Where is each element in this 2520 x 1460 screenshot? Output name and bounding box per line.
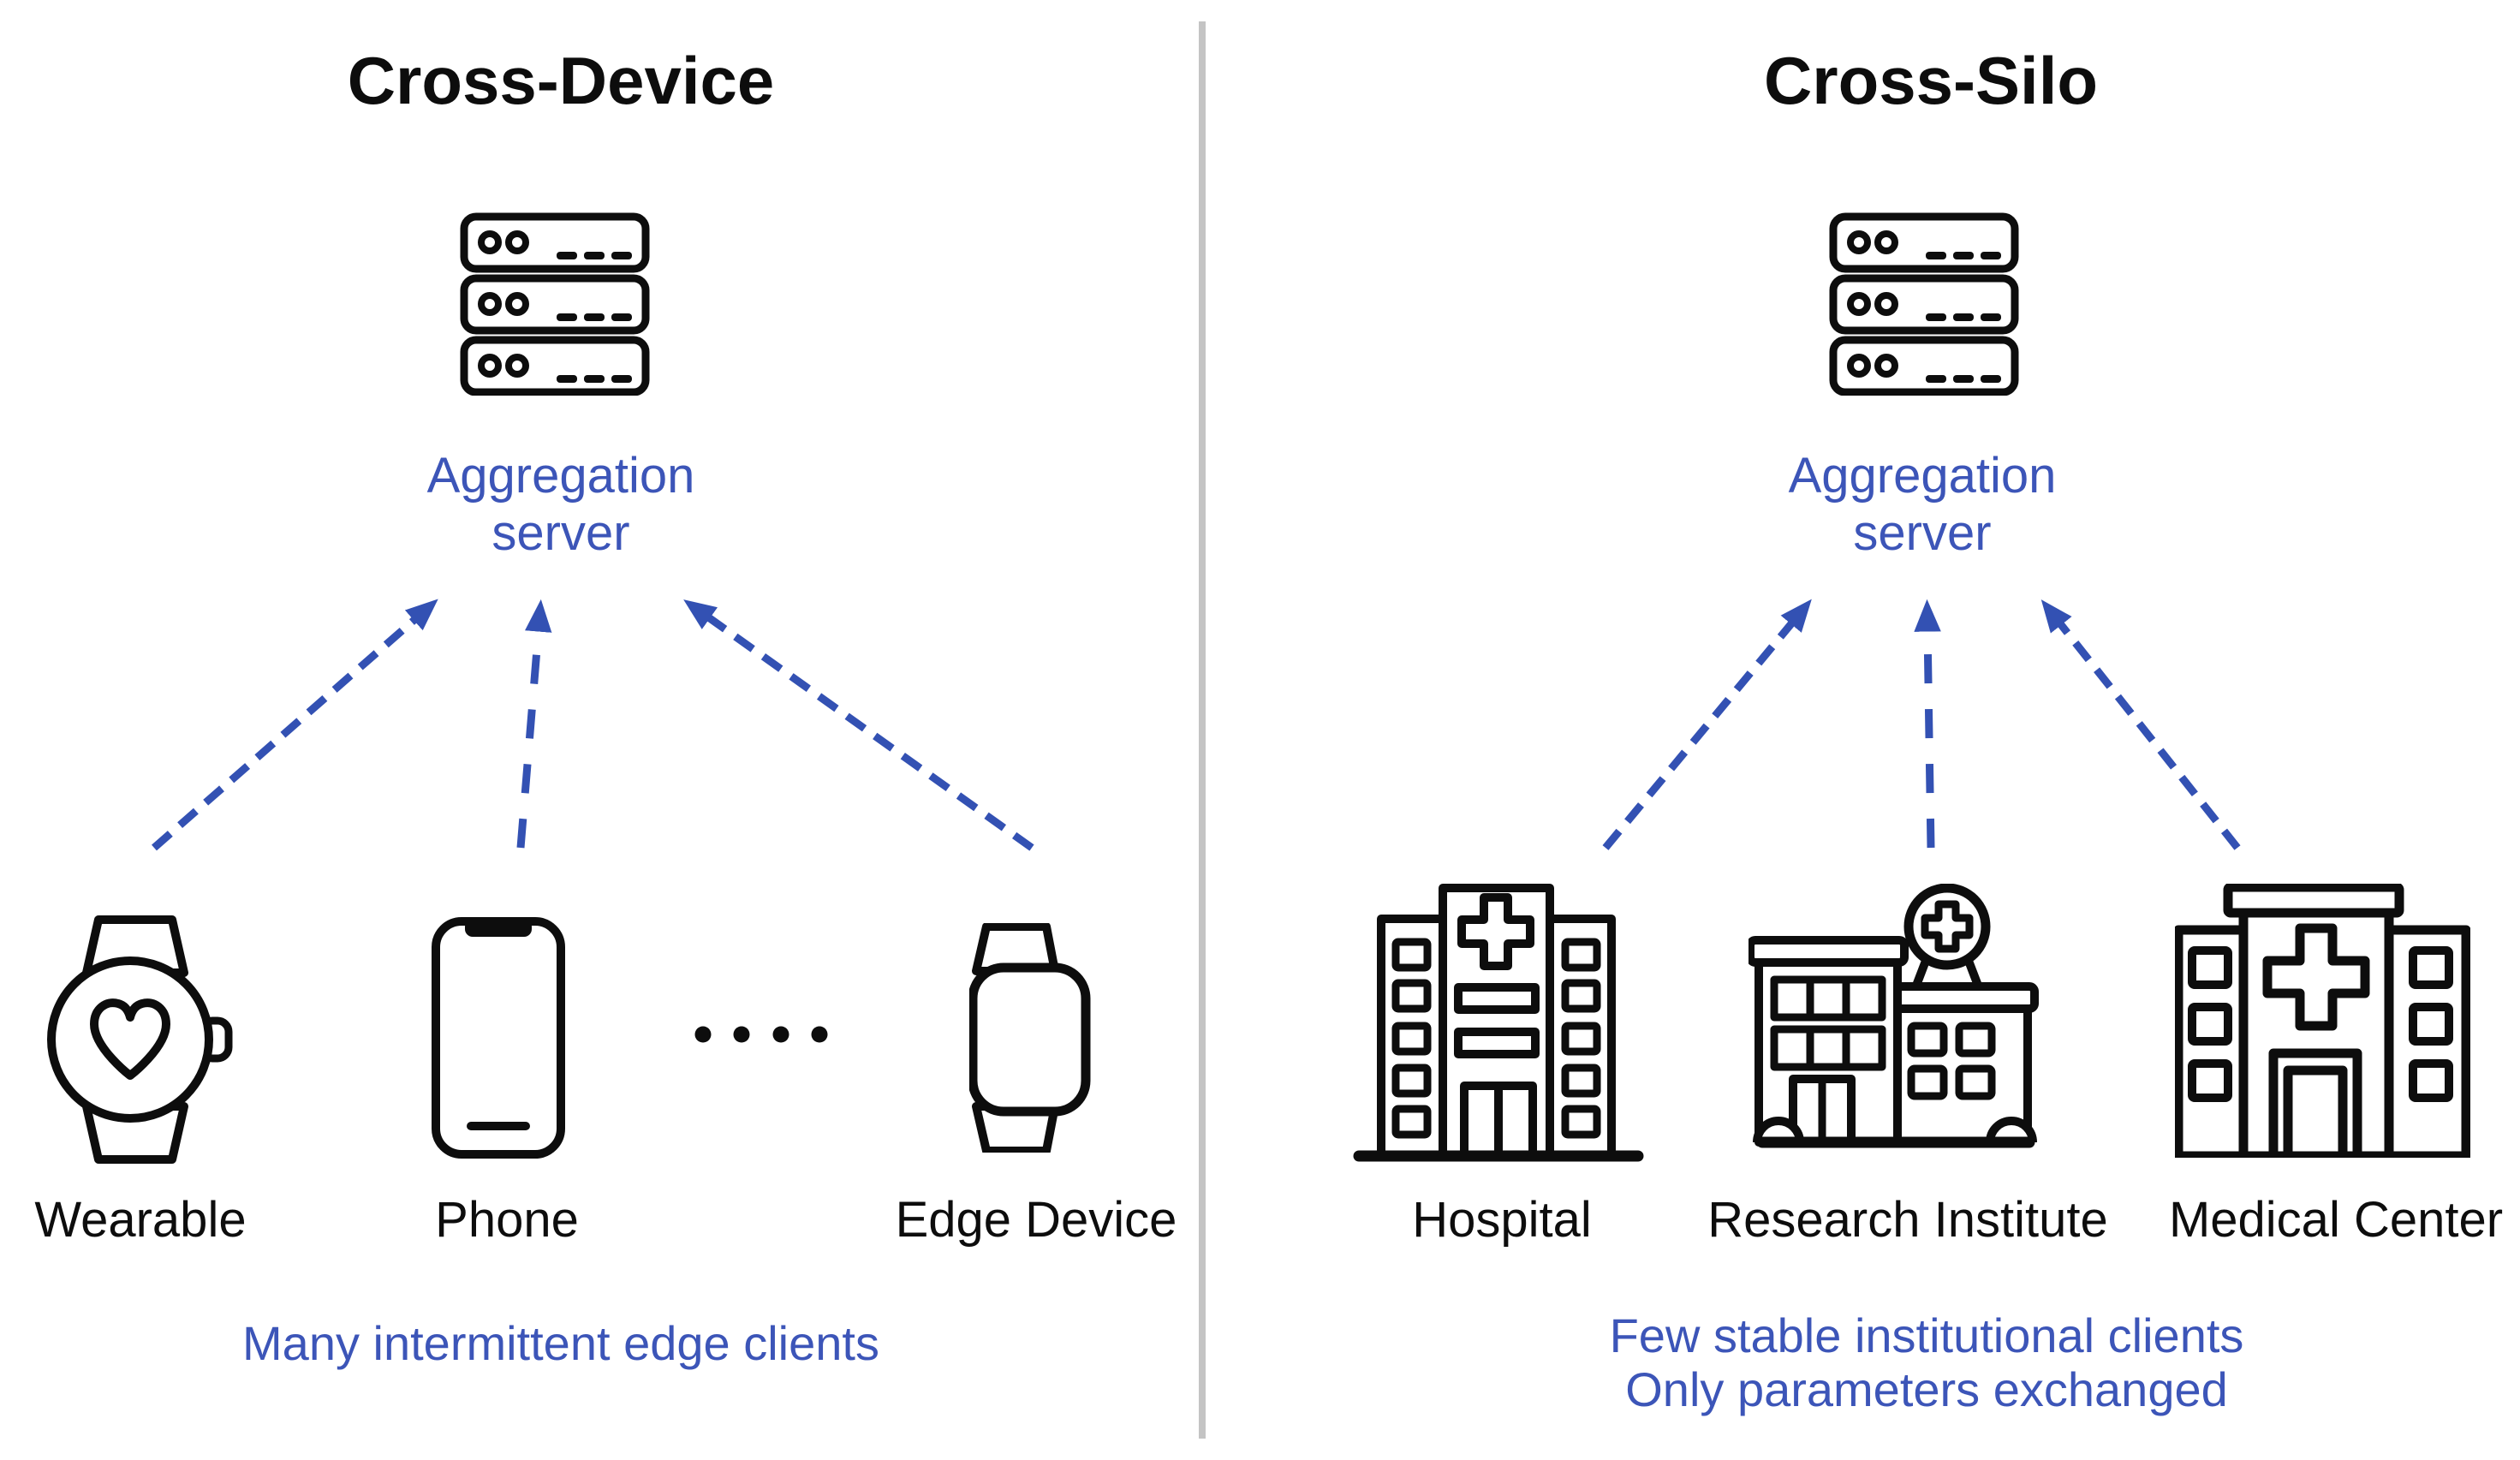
- phone-label: Phone: [435, 1192, 579, 1248]
- hospital-label: Hospital: [1412, 1192, 1592, 1248]
- arrow-research-institute-to-server: [1914, 599, 1941, 849]
- right-aggregation-line1: Aggregation: [1788, 448, 2057, 504]
- cross-device-title: Cross-Device: [347, 43, 775, 118]
- medical-center-label: Medical Center: [2168, 1192, 2504, 1248]
- left-caption: Many intermittent edge clients: [242, 1316, 879, 1370]
- left-aggregation-line1: Aggregation: [426, 448, 695, 504]
- right-aggregation-line2: server: [1853, 505, 1992, 562]
- left-aggregation-line2: server: [491, 505, 630, 562]
- smartwatch-round-heart-icon: [47, 913, 234, 1166]
- left-aggregation-server-label: Aggregation server: [304, 447, 818, 563]
- arrow-wearable-to-server: [152, 599, 438, 851]
- right-aggregation-server-label: Aggregation server: [1665, 447, 2179, 563]
- arrow-hospital-to-server: [1602, 599, 1812, 850]
- hospital-building-icon: [1353, 884, 1644, 1163]
- wearable-label: Wearable: [34, 1192, 247, 1248]
- smartwatch-square-icon: [969, 923, 1091, 1153]
- medical-center-building-icon: [2175, 884, 2470, 1158]
- research-institute-label: Research Institute: [1707, 1192, 2108, 1248]
- server-rack-icon: [460, 212, 650, 396]
- arrow-medical-center-to-server: [2040, 599, 2241, 850]
- arrow-phone-to-server: [516, 599, 552, 849]
- cross-silo-title: Cross-Silo: [1763, 43, 2099, 118]
- arrow-edge-device-to-server: [683, 599, 1034, 851]
- research-institute-building-icon: [1749, 884, 2041, 1153]
- ellipsis-dots: [689, 1024, 843, 1045]
- right-caption: Few stable institutional clients Only pa…: [1498, 1308, 2355, 1417]
- edge-device-label: Edge Device: [895, 1192, 1177, 1248]
- server-rack-icon: [1829, 212, 2019, 396]
- right-caption-line2: Only parameters exchanged: [1625, 1362, 2228, 1417]
- panel-divider: [1199, 21, 1206, 1439]
- right-caption-line1: Few stable institutional clients: [1609, 1308, 2244, 1362]
- smartphone-icon: [431, 916, 566, 1159]
